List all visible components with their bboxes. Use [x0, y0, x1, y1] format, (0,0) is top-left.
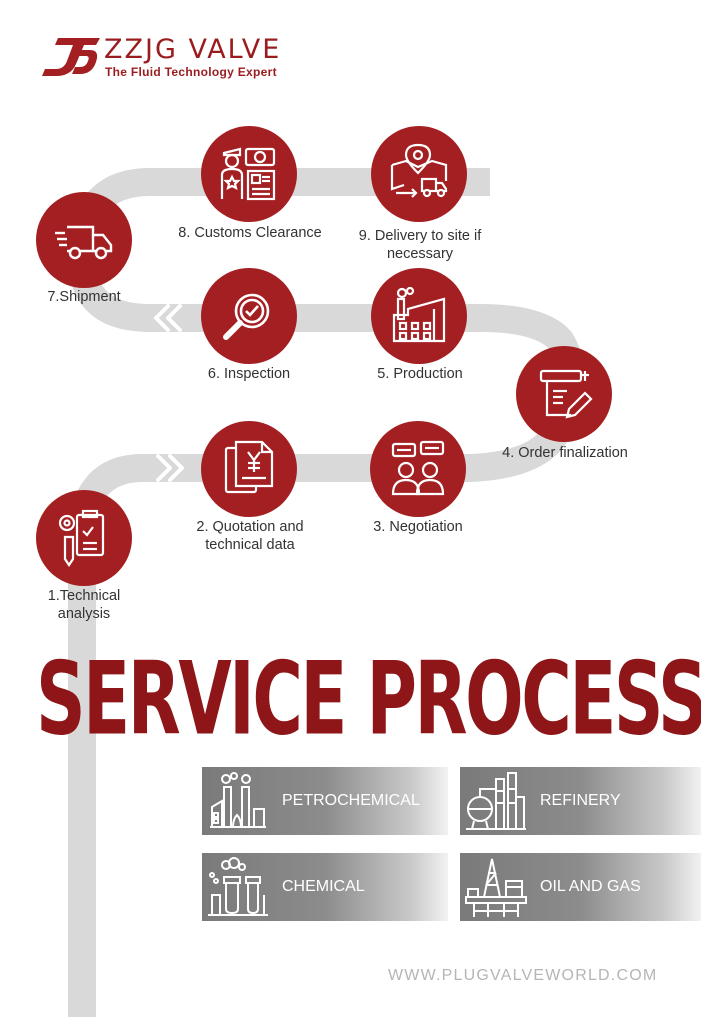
step-6-label: 6. Inspection	[207, 366, 291, 382]
step-1-label: 1.Technical analysis	[47, 588, 121, 622]
step-8-label: 8. Customs Clearance	[178, 225, 322, 241]
checklist-gear-icon	[58, 509, 105, 567]
negotiation-people-icon	[391, 440, 445, 496]
step-2-circle	[201, 421, 297, 517]
industry-chemical[interactable]: CHEMICAL	[202, 853, 448, 921]
industry-petrochemical[interactable]: PETROCHEMICAL	[202, 767, 448, 835]
step-1-circle	[36, 490, 132, 586]
industry-label: OIL AND GAS	[540, 878, 641, 895]
step-4-label: 4. Order finalization	[502, 445, 628, 461]
industry-label: REFINERY	[540, 792, 621, 809]
step-5-circle	[371, 268, 467, 364]
website-link[interactable]: WWW.PLUGVALVEWORLD.COM	[388, 967, 658, 984]
step-7-label: 7.Shipment	[47, 289, 121, 305]
customs-officer-icon	[220, 147, 276, 201]
step-9-label: 9. Delivery to site if necessary	[358, 228, 482, 262]
step-6-circle	[201, 268, 297, 364]
chemical-flask-icon	[206, 855, 270, 919]
page-title: SERVICE PROCESS	[36, 640, 701, 758]
step-9-circle	[371, 126, 467, 222]
step-4-circle	[516, 346, 612, 442]
step-3-circle	[370, 421, 466, 517]
industry-oil-and-gas[interactable]: OIL AND GAS	[460, 853, 701, 921]
factory-icon	[392, 286, 446, 343]
industry-label: PETROCHEMICAL	[282, 792, 420, 809]
step-3-label: 3. Negotiation	[373, 519, 463, 535]
jd-logo-mark-icon	[42, 38, 100, 76]
map-pin-truck-icon	[390, 143, 448, 198]
step-5-label: 5. Production	[377, 366, 463, 382]
oil-rig-icon	[464, 855, 528, 919]
industry-label: CHEMICAL	[282, 878, 365, 895]
step-2-label: 2. Quotation and technical data	[196, 519, 304, 553]
refinery-icon	[464, 769, 528, 833]
quotation-document-icon	[224, 440, 274, 494]
order-sign-icon	[539, 369, 593, 419]
magnifier-check-icon	[223, 293, 270, 340]
petrochemical-plant-icon	[206, 769, 270, 833]
brand-name: ZZJG VALVE	[104, 34, 282, 65]
step-8-circle	[201, 126, 297, 222]
brand-logo[interactable]	[40, 36, 102, 78]
brand-tagline: The Fluid Technology Expert	[105, 65, 277, 79]
delivery-truck-icon	[55, 225, 113, 260]
step-7-circle	[36, 192, 132, 288]
industry-refinery[interactable]: REFINERY	[460, 767, 701, 835]
